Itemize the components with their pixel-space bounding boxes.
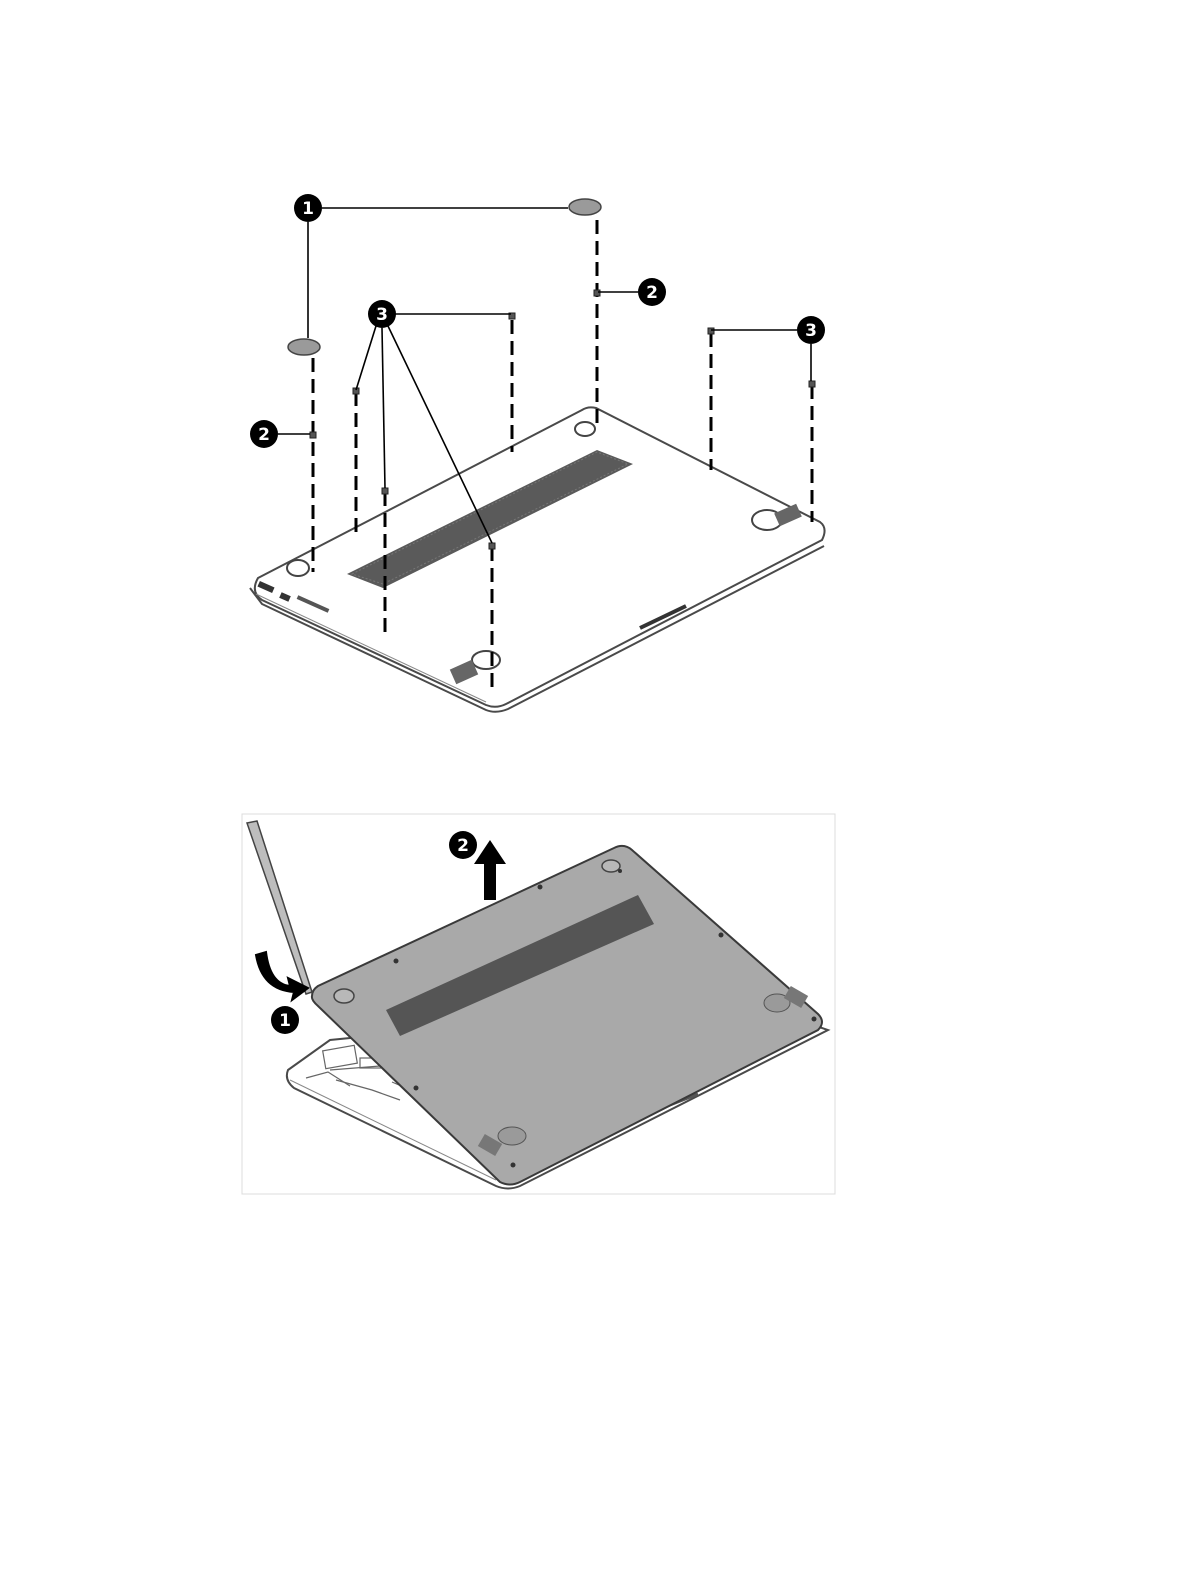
callout-1: 1 xyxy=(271,1006,299,1034)
callout-2: 2 xyxy=(449,831,477,859)
lift-arrow-icon xyxy=(474,840,506,900)
svg-text:1: 1 xyxy=(279,1011,291,1031)
pry-tool xyxy=(247,821,312,994)
svg-text:2: 2 xyxy=(457,836,469,856)
